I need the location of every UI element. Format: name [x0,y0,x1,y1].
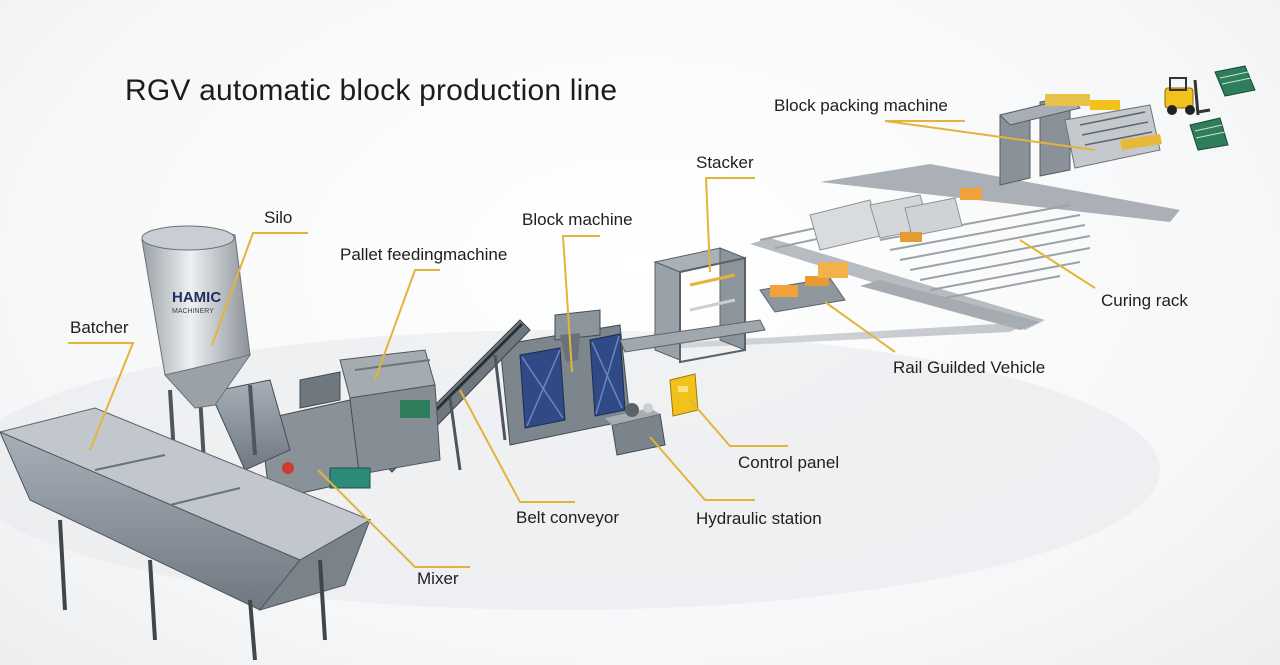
silo-brand-logo: HAMIC MACHINERY [172,289,221,315]
label-silo: Silo [264,208,293,227]
label-rail-guided-vehicle: Rail Guilded Vehicle [893,358,1046,377]
leader-lines [68,120,1096,568]
pallet-feeding-machine [339,349,441,476]
svg-text:HAMIC: HAMIC [172,289,221,306]
silo: HAMIC MACHINERY [141,225,257,481]
forklift [1164,77,1211,116]
label-hydraulic-station: Hydraulic station [696,509,822,528]
rgv-vehicle [759,188,982,313]
label-curing-rack: Curing rack [1101,291,1188,310]
label-block-machine: Block machine [522,210,633,229]
label-belt-conveyor: Belt conveyor [516,508,619,527]
label-block-packing-machine: Block packing machine [774,96,948,115]
control-panel [669,373,699,417]
block-packing-machine [999,94,1162,186]
block-machine [499,309,766,446]
curing-rack-area [640,164,1180,350]
packed-block-pallets [1189,65,1256,151]
label-mixer: Mixer [417,569,459,588]
svg-text:MACHINERY: MACHINERY [172,308,214,315]
label-stacker: Stacker [696,153,754,172]
hydraulic-station [605,403,666,456]
page-title: RGV automatic block production line [125,74,618,107]
label-control-panel: Control panel [738,453,840,472]
label-pallet-feeding-machine: Pallet feedingmachine [340,245,508,264]
label-batcher: Batcher [70,318,129,337]
mixer [209,371,371,501]
